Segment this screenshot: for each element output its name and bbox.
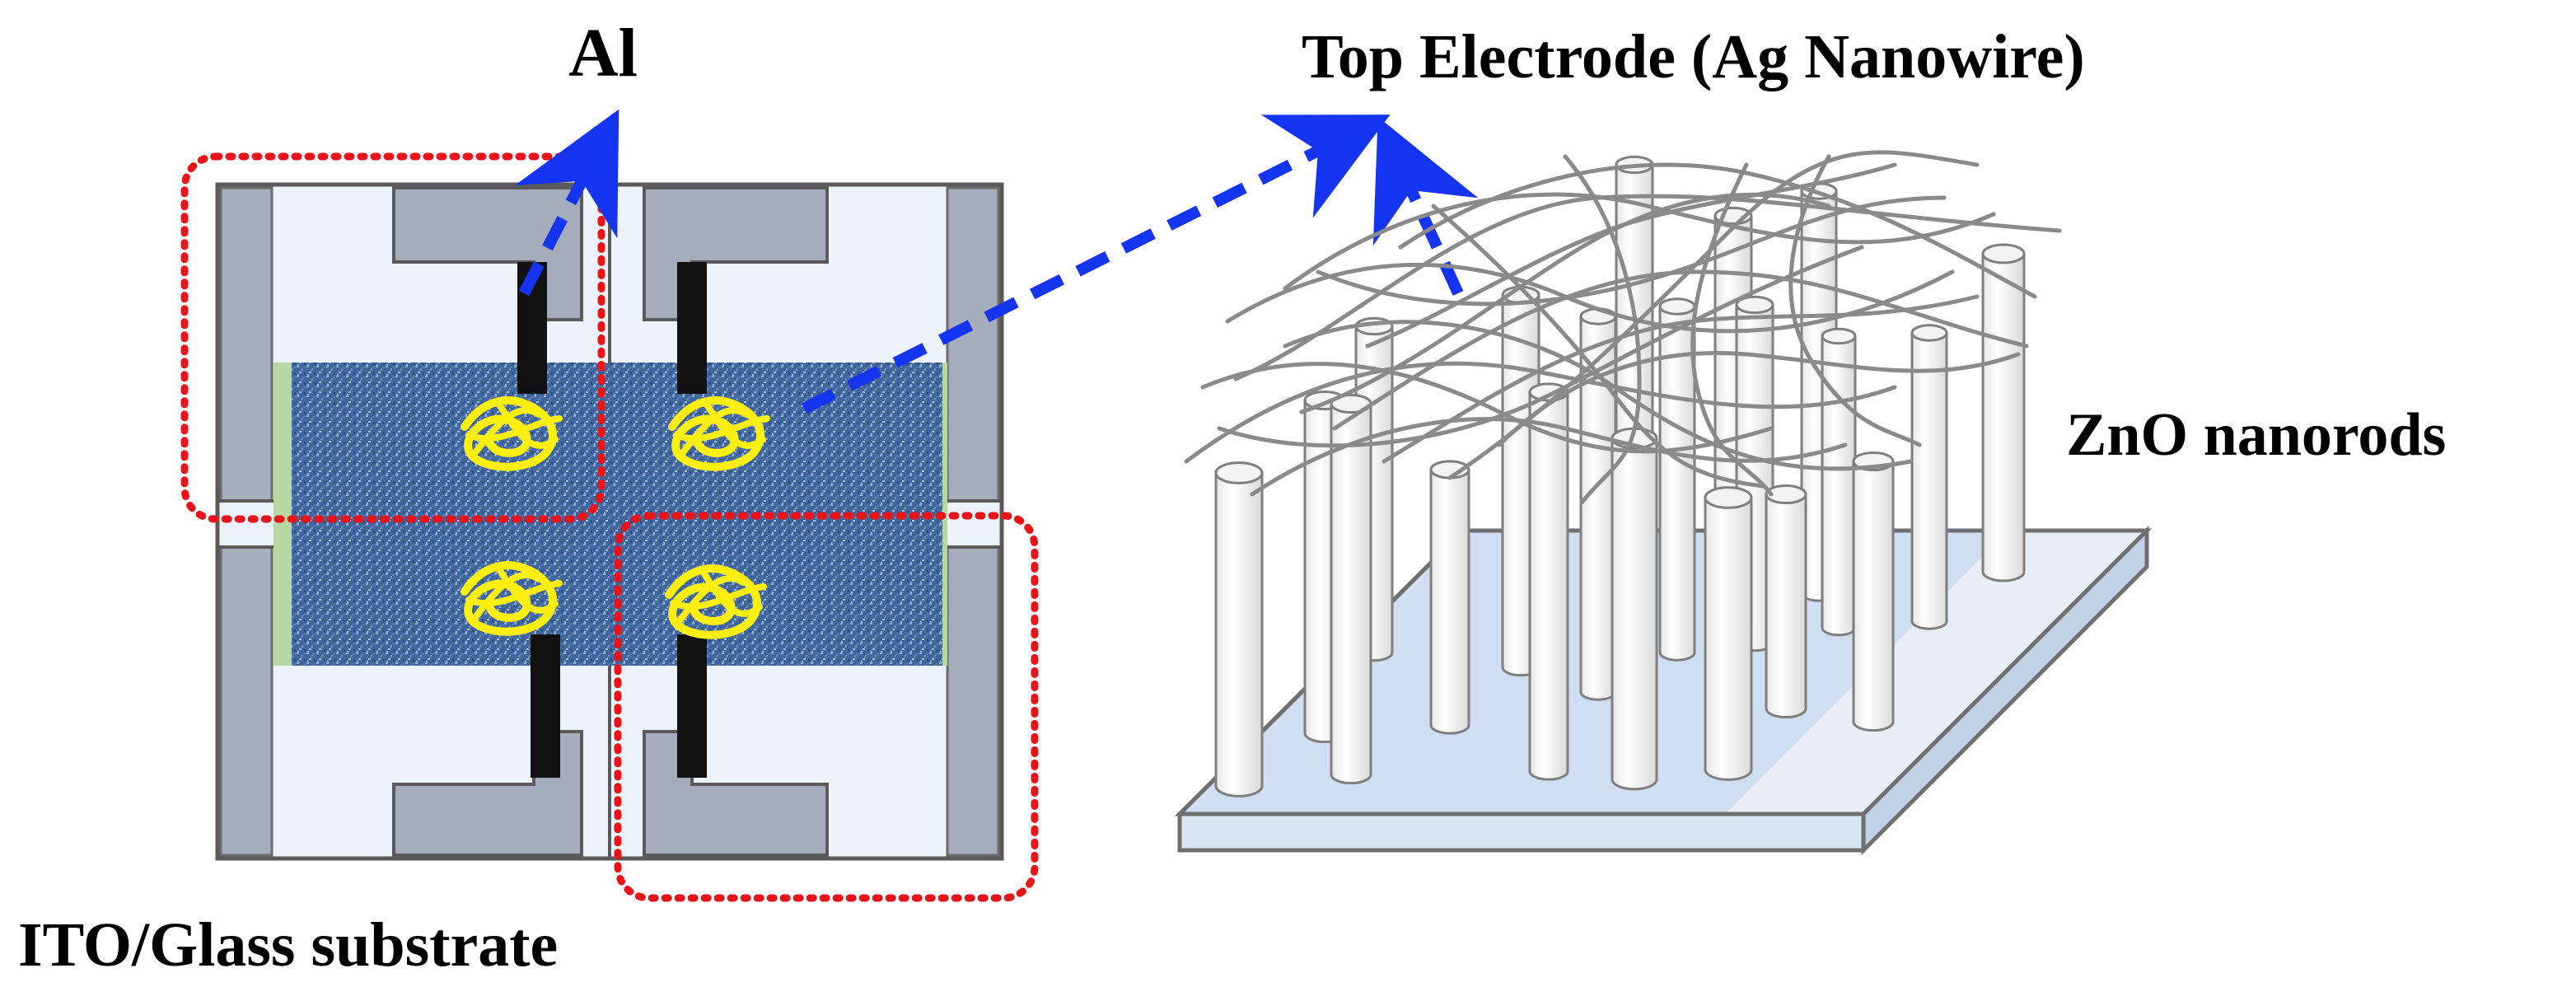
left-rail-bottom	[219, 545, 273, 857]
ag-nanowire-mesh	[1184, 150, 2062, 505]
yellow-scribble-icon	[668, 396, 770, 471]
nanorod	[1429, 460, 1470, 735]
ag-nanowire	[1497, 350, 2021, 447]
arrow-al	[514, 109, 619, 297]
substrate-front	[1177, 812, 1866, 853]
ag-nanowire	[1398, 162, 2037, 299]
al-finger-4	[677, 634, 707, 778]
al-finger-2	[677, 262, 707, 394]
right-rail-bottom	[946, 545, 1000, 857]
arrow-pixel-to-wire	[801, 115, 1391, 414]
ag-nanowire	[1332, 269, 2029, 431]
green-strip-left	[273, 363, 292, 666]
ag-nanowire	[1184, 361, 1897, 464]
zno-nanorods-label: ZnO nanorods	[2066, 401, 2446, 469]
left-rail-top	[219, 186, 273, 503]
arrow-wire-up	[1372, 116, 1479, 296]
yellow-scribble-icon	[461, 561, 563, 636]
device-3d-view	[1174, 150, 2153, 856]
nanorod	[1330, 393, 1372, 785]
yellow-scribble-icon	[461, 396, 563, 471]
nanorod	[1704, 486, 1753, 781]
nanorod	[1611, 427, 1658, 791]
ag-nanowire	[1299, 192, 1831, 414]
nanorod	[1214, 461, 1264, 798]
nanorod	[1528, 382, 1569, 781]
ag-nanowire	[1283, 192, 1996, 291]
pixel-highlight-top-left	[180, 152, 605, 523]
nanorod	[1910, 324, 1948, 630]
nanorod	[1821, 327, 1857, 637]
ag-nanowire	[1200, 362, 1774, 454]
pixel-highlight-bottom-right	[614, 512, 1039, 902]
ag-nanowire	[1788, 154, 1922, 447]
zno-nanorods	[1214, 155, 2026, 798]
yellow-scribble-icon	[665, 564, 767, 639]
right-rail-top	[946, 186, 1000, 503]
ag-nanowire	[1563, 154, 1642, 505]
ag-nanowire	[1316, 195, 1947, 306]
ag-nanowire	[1431, 203, 1765, 489]
ag-nanowire	[1250, 417, 1848, 497]
substrate-light-strip	[1725, 531, 2147, 814]
nanorod	[1765, 484, 1807, 719]
ag-nanowire	[1690, 162, 1774, 497]
ag-nanowire	[1283, 320, 1914, 471]
ag-nanowire	[1217, 245, 1864, 448]
dashed-arrow-icon	[514, 109, 1479, 414]
device-top-view	[180, 152, 1039, 902]
al-label: Al	[568, 15, 638, 91]
nanorod	[1981, 243, 2026, 582]
top-electrode-label: Top Electrode (Ag Nanowire)	[1302, 22, 2085, 91]
ag-nanowire	[1382, 294, 1980, 464]
nanorod	[1852, 451, 1895, 732]
substrate-label: ITO/Glass substrate	[18, 910, 558, 980]
al-finger-3	[531, 634, 560, 778]
